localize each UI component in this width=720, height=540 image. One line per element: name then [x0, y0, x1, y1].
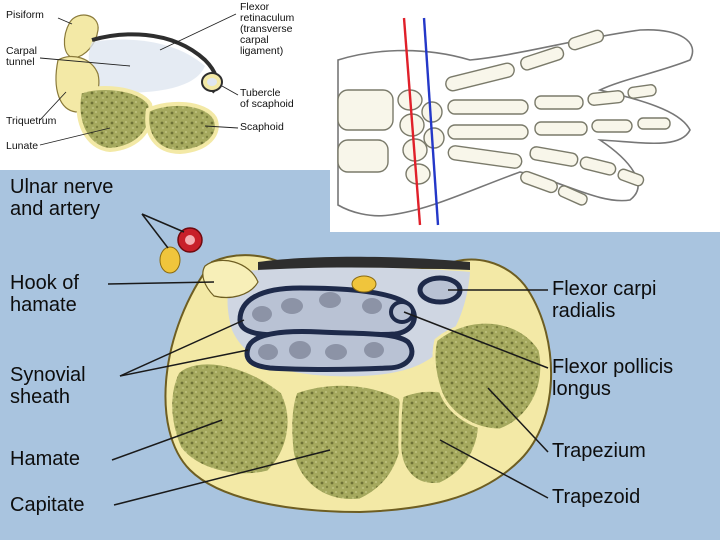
- finger-2-phalanx-1: [535, 96, 583, 109]
- tendon-4: [362, 298, 382, 314]
- carpal-bone-6: [406, 164, 430, 184]
- metacarpal-2: [448, 100, 528, 114]
- inset-cross-section: [40, 14, 238, 152]
- fpl-tendon-sheath: [391, 302, 413, 322]
- ulna-bone: [338, 140, 388, 172]
- median-nerve: [352, 276, 376, 292]
- label-capitate: Capitate: [10, 494, 85, 516]
- label-carpal-tunnel: Carpal tunnel: [6, 46, 37, 68]
- metacarpal-3: [448, 125, 528, 139]
- label-flexor-pollicis-longus: Flexor pollicis longus: [552, 356, 673, 401]
- label-hamate: Hamate: [10, 448, 80, 470]
- tendon-7: [325, 344, 347, 360]
- label-lunate: Lunate: [6, 141, 38, 152]
- label-trapezium: Trapezium: [552, 440, 646, 462]
- ulnar-artery-lumen: [185, 235, 195, 245]
- finger-3-phalanx-3: [638, 118, 670, 129]
- label-ulnar-nerve-artery: Ulnar nerve and artery: [10, 176, 113, 221]
- label-flexor-carpi-radialis: Flexor carpi radialis: [552, 278, 656, 323]
- tendon-3: [319, 292, 341, 308]
- label-tubercle-of-scaphoid: Tubercle of scaphoid: [240, 88, 294, 110]
- label-flexor-retinaculum: Flexor retinaculum (transverse carpal li…: [240, 2, 294, 57]
- tendon-8: [364, 342, 384, 358]
- ulnar-nerve: [160, 247, 180, 273]
- carpal-bone-5: [424, 128, 444, 148]
- label-trapezoid: Trapezoid: [552, 486, 640, 508]
- inset-lunate-bone: [78, 88, 151, 150]
- label-triquetrum: Triquetrum: [6, 116, 56, 127]
- finger-2-phalanx-3: [627, 84, 656, 99]
- inset-scaphoid-bone: [147, 104, 217, 152]
- label-scaphoid: Scaphoid: [240, 122, 284, 133]
- inset-pointer-tubercle: [222, 86, 238, 95]
- inset-pointer-retinaculum: [160, 14, 236, 50]
- tendon-5: [258, 344, 278, 360]
- finger-3-phalanx-1: [535, 122, 587, 135]
- inset-tubercle-hole: [207, 78, 217, 86]
- label-hook-of-hamate: Hook of hamate: [10, 272, 79, 317]
- finger-3-phalanx-2: [592, 120, 632, 132]
- tendon-2: [281, 298, 303, 314]
- label-synovial-sheath: Synovial sheath: [10, 364, 86, 409]
- radius-bone: [338, 90, 393, 130]
- hand-skeleton: [338, 29, 693, 216]
- tendon-6: [289, 341, 311, 359]
- tendon-1: [252, 306, 272, 322]
- label-pisiform: Pisiform: [6, 10, 44, 21]
- inset-pointer-pisiform: [58, 18, 72, 24]
- main-cross-section: [160, 228, 551, 512]
